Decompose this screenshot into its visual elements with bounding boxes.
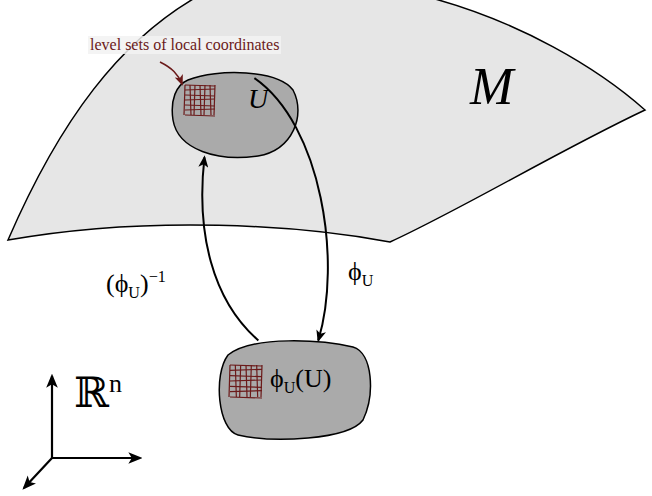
coordinate-grid: [184, 85, 215, 116]
superscript: 1: [158, 268, 166, 285]
map-label: (ϕU)−1: [106, 268, 166, 302]
map-label: ϕU: [348, 258, 373, 290]
region-outline: [168, 70, 303, 160]
superscript: −: [149, 268, 158, 285]
region-label: M: [470, 58, 513, 115]
chart-image: ϕU(U): [213, 335, 375, 443]
subscript: U: [284, 379, 296, 396]
region-label: ϕU(U): [270, 365, 331, 397]
chart-domain: U: [168, 70, 303, 160]
superscript: n: [109, 369, 122, 398]
subscript: U: [362, 272, 374, 289]
coordinate-grid: [229, 365, 262, 398]
region-label: U: [248, 84, 268, 115]
subscript: U: [128, 284, 140, 301]
space-label: ℝn: [74, 370, 122, 416]
callout-note: level sets of local coordinates: [88, 36, 281, 54]
